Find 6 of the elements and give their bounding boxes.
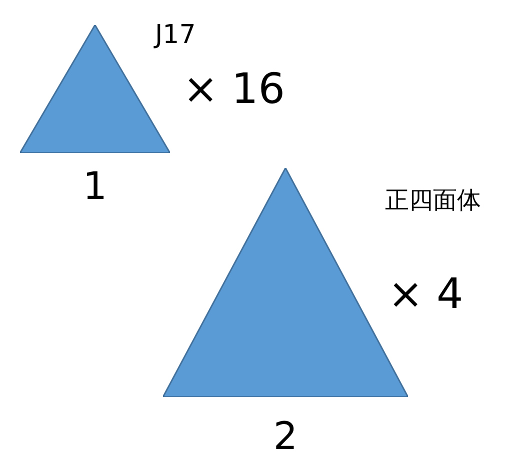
- text-label: × 16: [183, 68, 285, 110]
- text-label: J17: [155, 22, 196, 48]
- text-label: × 4: [388, 273, 464, 315]
- shape-number: 1: [82, 167, 108, 205]
- shape-number: 2: [273, 417, 298, 455]
- text-label: 正四面体: [385, 188, 481, 212]
